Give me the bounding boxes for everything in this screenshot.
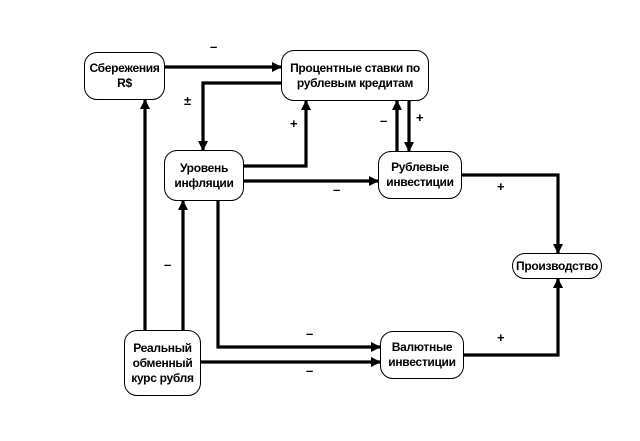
sign-rate-to-fx-inv: – xyxy=(306,363,314,378)
node-exchange-rate-line3: курс рубля xyxy=(131,370,194,385)
sign-inflation-to-rates: + xyxy=(290,116,298,131)
node-savings-line2: R$ xyxy=(117,76,132,90)
node-ruble-investments: Рублевые инвестиции xyxy=(378,151,462,199)
node-interest-rates: Процентные ставки по рублевым кредитам xyxy=(281,50,429,101)
sign-inflation-to-ruble-inv: – xyxy=(333,182,341,197)
arrow-ruble-inv-to-production xyxy=(462,173,564,255)
arrow-fx-inv-to-production xyxy=(464,277,564,357)
node-interest-rates-line2: рублевым кредитам xyxy=(296,75,414,90)
sign-rate-to-inflation: – xyxy=(164,257,172,272)
node-savings-line1: Сбережения xyxy=(89,61,160,75)
arrow-inflation-to-fx-inv xyxy=(216,201,382,353)
sign-fx-inv-to-production: + xyxy=(497,330,505,345)
node-fx-investments: Валютные инвестиции xyxy=(380,331,464,379)
node-ruble-investments-line1: Рублевые xyxy=(391,160,449,174)
node-exchange-rate: Реальный обменный курс рубля xyxy=(124,330,201,396)
sign-rates-to-ruble-inv: + xyxy=(416,110,424,125)
node-production: Производство xyxy=(512,253,602,279)
sign-rates-to-inflation: ± xyxy=(184,93,192,108)
node-production-line1: Производство xyxy=(516,258,598,273)
node-inflation-line2: инфляции xyxy=(174,175,234,190)
node-ruble-investments-line2: инвестиции xyxy=(386,175,454,189)
node-exchange-rate-line1: Реальный xyxy=(133,340,192,355)
node-exchange-rate-line2: обменный xyxy=(132,355,193,370)
sign-savings-to-rates: – xyxy=(210,39,218,54)
node-inflation: Уровень инфляции xyxy=(164,150,244,201)
sign-ruble-inv-to-production: + xyxy=(497,179,505,194)
arrow-inflation-to-rates xyxy=(244,99,312,168)
node-interest-rates-line1: Процентные ставки по xyxy=(290,60,420,75)
node-inflation-line1: Уровень xyxy=(179,160,229,175)
sign-ruble-inv-to-rates: – xyxy=(380,113,388,128)
sign-inflation-to-fx-inv: – xyxy=(306,326,314,341)
node-savings: Сбережения R$ xyxy=(84,52,165,100)
node-fx-investments-line2: инвестиции xyxy=(388,355,456,369)
node-fx-investments-line1: Валютные xyxy=(391,340,453,354)
arrow-rates-to-inflation xyxy=(197,81,281,152)
